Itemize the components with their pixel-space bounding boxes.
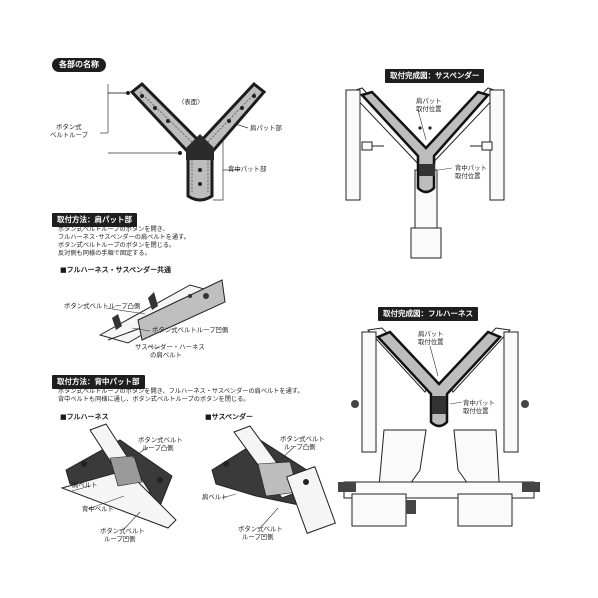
s-convex-label-1: ボタン式ベルト: [280, 435, 325, 443]
section-title-method-shoulder: 取付方法：肩パット部: [52, 213, 137, 227]
shoulder-step-2: フルハーネス･サスペンダーの肩ベルトを通す。: [58, 234, 190, 241]
harness-back-pos-1: 背中パット: [463, 399, 495, 407]
s-shoulder-belt-label: 肩ベルト: [202, 493, 228, 501]
common-heading: ■フルハーネス・サスペンダー共通: [60, 266, 171, 274]
shoulder-pad-shape: [126, 81, 267, 202]
s-convex-label-2: ループ凸側: [284, 443, 316, 451]
button-loop-label-1: ボタン式: [56, 123, 82, 131]
section-title-completed-harness: 取付完成図：フルハーネス: [378, 307, 478, 321]
s-concave-label-2: ループ凹側: [242, 533, 274, 541]
shoulder-step-1: ボタン式ベルトループのボタンを開き、: [58, 226, 169, 233]
surface-label: 〈表面〉: [178, 98, 204, 106]
harness-back-pos-2: 取付位置: [463, 407, 489, 415]
shoulder-convex-label: ボタン式ベルトループ凸側: [64, 302, 141, 310]
h-back-belt-label: 背中ベルト: [82, 505, 114, 513]
shoulder-step-4: 反対側も同様の手順で固定する。: [58, 250, 151, 257]
section-title-names: 各部の名称: [52, 58, 106, 72]
h-convex-label-1: ボタン式ベルト: [138, 436, 183, 444]
harness-shoulder-pos-1: 肩パット: [418, 330, 444, 338]
back-steps: ボタン式ベルトループのボタンを開き、フルハーネス・サスペンダーの肩ベルトを通す。…: [58, 388, 358, 404]
shoulder-pad-label: 肩パット部: [250, 124, 282, 132]
back-step-1: ボタン式ベルトループのボタンを開き、フルハーネス・サスペンダーの肩ベルトを通す。: [58, 388, 304, 395]
shoulder-step-3: ボタン式ベルトループのボタンを閉じる。: [58, 242, 176, 249]
h-shoulder-belt-label: 肩ベルト: [72, 481, 98, 489]
button-loop-label-2: ベルトループ: [50, 131, 88, 139]
h-concave-label-1: ボタン式ベルト: [100, 527, 145, 535]
section-title-completed-suspender: 取付完成図：サスペンダー: [385, 69, 485, 83]
h-convex-label-2: ループ凸側: [142, 444, 174, 452]
suspender-back-pos-1: 背中パット: [455, 164, 487, 172]
suspender-back-pos-2: 取付位置: [455, 172, 481, 180]
shoulder-concave-label: ボタン式ベルトループ凹側: [152, 326, 229, 334]
suspender-shoulder-pos-1: 肩パット: [416, 97, 442, 105]
h-concave-label-2: ループ凹側: [104, 535, 136, 543]
back-pad-label: 背中パット部: [228, 165, 267, 173]
suspender-heading: ■サスペンダー: [205, 413, 253, 421]
shoulder-belt-label-2: の肩ベルト: [150, 351, 182, 359]
shoulder-belt-label-1: サスペンダー・ハーネス: [135, 343, 205, 351]
harness-shoulder-pos-2: 取付位置: [418, 338, 444, 346]
suspender-shoulder-pos-2: 取付位置: [416, 105, 442, 113]
back-step-2: 背中ベルトも同様に通し、ボタン式ベルトループのボタンを閉じる。: [58, 396, 250, 403]
shoulder-steps: ボタン式ベルトループのボタンを開き、 フルハーネス･サスペンダーの肩ベルトを通す…: [58, 226, 190, 258]
section-title-method-back: 取付方法：背中パット部: [52, 375, 145, 389]
harness-heading: ■フルハーネス: [60, 413, 109, 421]
s-concave-label-1: ボタン式ベルト: [238, 525, 283, 533]
